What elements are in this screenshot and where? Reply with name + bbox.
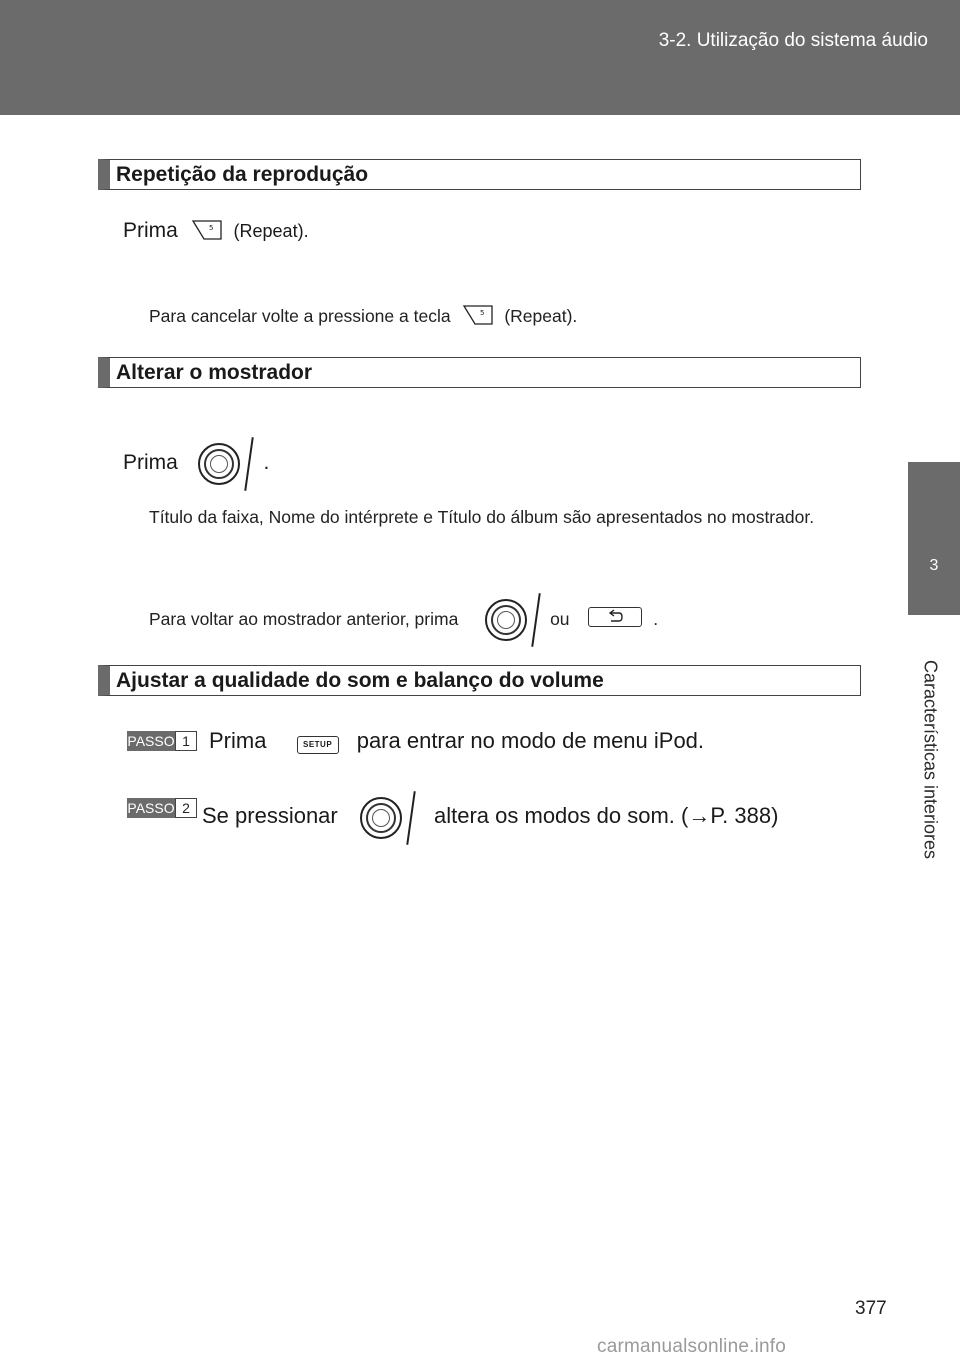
step-label: PASSO (127, 731, 175, 751)
cancel-text: Para cancelar volte a pressione a tecla (149, 306, 451, 326)
cancel-suffix: (Repeat). (504, 306, 578, 326)
press-word: Prima (123, 451, 178, 474)
step-2-rest: altera os modos do som. (→P. 388) (434, 803, 779, 828)
step-label: PASSO (127, 798, 175, 818)
watermark: carmanualsonline.info (597, 1336, 787, 1357)
section-title: Ajustar a qualidade do som e balanço do … (116, 669, 604, 692)
back-key-icon (588, 607, 643, 627)
setup-key-icon: SETUP (296, 736, 339, 754)
header-bar: 3-2. Utilização do sistema áudio (0, 0, 960, 115)
section-heading-sound: Ajustar a qualidade do som e balanço do … (98, 665, 861, 696)
back-text: Para voltar ao mostrador anterior, prima (149, 609, 459, 629)
display-info-note: Título da faixa, Nome do intérprete e Tí… (149, 507, 815, 527)
section-title: Alterar o mostrador (116, 361, 313, 384)
repeat-label: (Repeat). (233, 221, 309, 241)
step-1-rest: para entrar no modo de menu iPod. (356, 728, 705, 753)
repeat-cancel-note: Para cancelar volte a pressione a tecla … (149, 305, 577, 327)
or-word: ou (550, 609, 570, 629)
display-instruction: Prima . (123, 437, 270, 491)
tune-knob-icon (197, 437, 258, 491)
section-title: Repetição da reprodução (116, 163, 369, 186)
step-number: 1 (175, 731, 197, 751)
section-heading-display: Alterar o mostrador (98, 357, 861, 388)
chapter-title: 3-2. Utilização do sistema áudio (658, 30, 928, 51)
tune-knob-icon (485, 593, 545, 647)
step-2-text: Se pressionar altera os modos do som. (→… (202, 791, 779, 845)
press-suffix: . (263, 451, 270, 474)
chapter-tab: 3 (908, 462, 960, 615)
step-badge-2: PASSO 2 (127, 798, 197, 818)
press-word: Prima (209, 728, 267, 753)
step-1-text: Prima SETUP para entrar no modo de menu … (209, 728, 704, 754)
section-heading-repeat: Repetição da reprodução (98, 159, 861, 190)
repeat-instruction: Prima 5 (Repeat). (123, 219, 309, 243)
press-word: Prima (123, 219, 178, 242)
chapter-number: 3 (929, 557, 939, 574)
step-number: 2 (175, 798, 197, 818)
step-badge-1: PASSO 1 (127, 731, 197, 751)
svg-text:5: 5 (480, 309, 484, 317)
preset-5-key-icon: 5 (463, 305, 494, 325)
chapter-side-label-text: Características interiores (920, 659, 941, 860)
preset-5-key-icon: 5 (191, 220, 222, 240)
display-back-note: Para voltar ao mostrador anterior, prima… (149, 593, 659, 647)
step-2-press: Se pressionar (202, 803, 338, 828)
back-suffix: . (653, 609, 659, 629)
page-number: 377 (855, 1298, 887, 1319)
svg-text:5: 5 (209, 224, 213, 232)
tune-knob-icon (359, 791, 420, 845)
